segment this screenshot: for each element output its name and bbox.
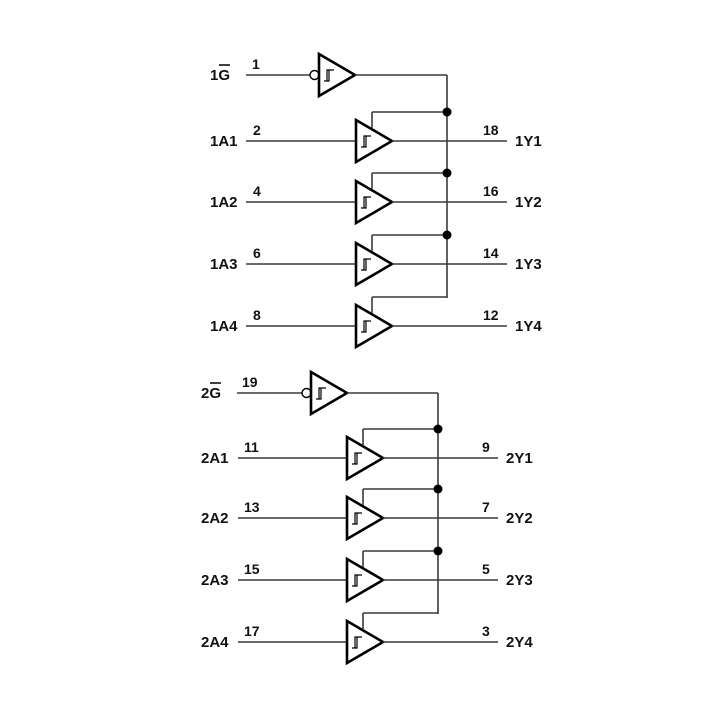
input-label: 2A3 <box>201 572 229 589</box>
channel-2a3: 2A3 15 5 2Y3 <box>201 546 533 604</box>
output-label: 1Y2 <box>515 194 542 211</box>
enable-label: 2G <box>201 382 221 402</box>
hysteresis-icon <box>352 636 362 649</box>
schmitt-buffer-icon <box>345 618 386 666</box>
hysteresis-icon <box>352 452 362 465</box>
junction-dot <box>433 424 443 434</box>
input-label: 2A2 <box>201 510 229 527</box>
channel-2a4: 2A4 17 3 2Y4 <box>201 612 533 666</box>
junction-dot <box>442 168 452 178</box>
input-label: 1A1 <box>210 133 238 150</box>
output-label: 2Y4 <box>506 634 533 651</box>
output-label: 2Y2 <box>506 510 533 527</box>
schmitt-buffer-icon <box>354 240 395 288</box>
enable-pin-number: 1 <box>252 56 260 72</box>
input-pin-number: 8 <box>253 307 261 323</box>
schmitt-buffer-icon <box>354 178 395 226</box>
input-pin-number: 2 <box>253 122 261 138</box>
buffer-triangle <box>345 618 386 666</box>
output-pin-number: 12 <box>483 307 499 323</box>
input-label: 2A4 <box>201 634 229 651</box>
input-label: 2A1 <box>201 450 229 467</box>
hysteresis-icon <box>324 69 334 82</box>
enable-label: 1G <box>210 64 230 84</box>
output-label: 2Y3 <box>506 572 533 589</box>
output-pin-number: 9 <box>482 439 490 455</box>
hysteresis-icon <box>361 196 371 209</box>
input-pin-number: 6 <box>253 245 261 261</box>
output-pin-number: 3 <box>482 623 490 639</box>
output-pin-number: 7 <box>482 499 490 515</box>
enable-label-text: 1G <box>210 67 230 84</box>
output-label: 1Y1 <box>515 133 542 150</box>
input-label: 1A3 <box>210 256 238 273</box>
schmitt-buffer-icon <box>345 494 386 542</box>
input-label: 1A2 <box>210 194 238 211</box>
output-pin-number: 16 <box>483 183 499 199</box>
channel-1a4: 1A4 8 12 1Y4 <box>210 296 542 350</box>
output-label: 1Y3 <box>515 256 542 273</box>
buffer-triangle <box>317 51 358 99</box>
input-pin-number: 4 <box>253 183 261 199</box>
channel-2a1: 2A1 11 9 2Y1 <box>201 424 533 482</box>
input-pin-number: 13 <box>244 499 260 515</box>
junction-dot <box>433 484 443 494</box>
channel-2a2: 2A2 13 7 2Y2 <box>201 484 533 542</box>
section-2: 2G 19 2A1 11 9 2Y1 2A2 13 7 2Y2 2A3 15 5 2Y3 2A4 17 3 2Y4 <box>201 369 533 666</box>
input-pin-number: 15 <box>244 561 260 577</box>
buffer-triangle <box>354 178 395 226</box>
input-pin-number: 17 <box>244 623 260 639</box>
buffer-triangle <box>354 302 395 350</box>
enable-label-text: 2G <box>201 385 221 402</box>
inversion-bubble-icon <box>301 387 312 399</box>
section-1: 1G 1 1A1 2 18 1Y1 1A2 4 16 1Y2 1A3 6 14 1Y3 1A4 8 12 1Y4 <box>210 51 542 350</box>
buffer-triangle <box>345 556 386 604</box>
channel-1a2: 1A2 4 16 1Y2 <box>210 168 542 226</box>
schmitt-buffer-icon <box>354 117 395 165</box>
schmitt-buffer-icon <box>345 434 386 482</box>
junction-dot <box>433 546 443 556</box>
enable-gate-icon <box>317 51 358 99</box>
output-label: 2Y1 <box>506 450 533 467</box>
hysteresis-icon <box>352 574 362 587</box>
channel-1a3: 1A3 6 14 1Y3 <box>210 230 542 288</box>
output-pin-number: 5 <box>482 561 490 577</box>
schmitt-buffer-icon <box>354 302 395 350</box>
hysteresis-icon <box>316 387 326 400</box>
enable-pin-number: 19 <box>242 374 258 390</box>
inversion-bubble-icon <box>309 69 320 81</box>
junction-dot <box>442 107 452 117</box>
buffer-triangle <box>345 434 386 482</box>
output-pin-number: 14 <box>483 245 499 261</box>
enable-gate-icon <box>309 369 350 417</box>
buffer-triangle <box>345 494 386 542</box>
input-pin-number: 11 <box>244 439 259 455</box>
input-label: 1A4 <box>210 318 238 335</box>
output-label: 1Y4 <box>515 318 542 335</box>
hysteresis-icon <box>361 258 371 271</box>
channel-1a1: 1A1 2 18 1Y1 <box>210 107 542 165</box>
buffer-triangle <box>354 117 395 165</box>
junction-dot <box>442 230 452 240</box>
schmitt-buffer-icon <box>345 556 386 604</box>
buffer-triangle <box>309 369 350 417</box>
hysteresis-icon <box>361 135 371 148</box>
hysteresis-icon <box>352 512 362 525</box>
output-pin-number: 18 <box>483 122 499 138</box>
buffer-triangle <box>354 240 395 288</box>
hysteresis-icon <box>361 320 371 333</box>
